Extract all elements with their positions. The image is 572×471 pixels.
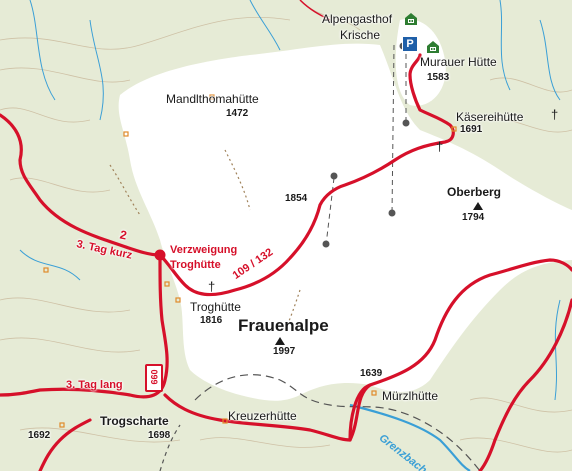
contour-lines: [0, 0, 572, 453]
peak-markers: [275, 202, 483, 345]
label-alpengasthof[interactable]: Alpengasthof: [322, 12, 393, 26]
elev-mandlthomahuette: 1472: [226, 108, 249, 119]
cross-icon: †: [436, 139, 444, 154]
label-verzweigung-troghuette[interactable]: Troghütte: [170, 259, 221, 271]
border-line-2: [159, 424, 181, 471]
label-murauer-huette[interactable]: Murauer Hütte: [420, 55, 497, 69]
elev-1692: 1692: [28, 430, 51, 441]
hut-markers: [43, 94, 457, 428]
hut-icon[interactable]: [404, 12, 418, 26]
meadow-area: [118, 43, 572, 401]
elev-trogscharte: 1698: [148, 430, 171, 441]
elev-troghuette: 1816: [200, 315, 223, 326]
label-muerzlhuette[interactable]: Mürzlhütte: [382, 389, 439, 403]
junction-dot: [154, 249, 166, 261]
road-top: [299, 0, 331, 21]
elev-murauer: 1583: [427, 72, 450, 83]
elev-kaesereihuette: 1691: [460, 124, 483, 135]
label-frauenalpe[interactable]: Frauenalpe: [238, 316, 329, 335]
elev-oberberg: 1794: [462, 212, 485, 223]
label-oberberg[interactable]: Oberberg: [447, 185, 502, 199]
parking-icon[interactable]: P: [402, 36, 418, 52]
label-verzweigung[interactable]: Verzweigung: [170, 244, 238, 256]
label-kaesereihuette[interactable]: Käsereihütte: [456, 110, 524, 124]
elev-muerzl: 1639: [360, 368, 383, 379]
hut-icon[interactable]: [426, 40, 440, 54]
hiking-routes: [0, 53, 572, 471]
grenzbach-stream: [349, 403, 471, 471]
label-kreuzerhuette[interactable]: Kreuzerhütte: [228, 409, 297, 423]
elev-frauenalpe: 1997: [273, 346, 296, 357]
label-mandlthomahuette[interactable]: Mandlthomahütte: [166, 92, 259, 106]
elev-1854: 1854: [285, 193, 308, 204]
label-trogscharte[interactable]: Trogscharte: [100, 414, 169, 428]
border-line: [194, 374, 481, 471]
streams: [19, 0, 561, 401]
route-badge-label: 099: [149, 369, 159, 385]
cross-icon: †: [551, 107, 559, 122]
cross-icon: †: [208, 279, 216, 294]
label-krische[interactable]: Krische: [340, 28, 381, 42]
label-3-tag-lang: 3. Tag lang: [66, 379, 123, 391]
route-badge: 099: [145, 364, 163, 392]
label-troghuette[interactable]: Troghütte: [190, 300, 241, 314]
trails: [109, 149, 301, 331]
